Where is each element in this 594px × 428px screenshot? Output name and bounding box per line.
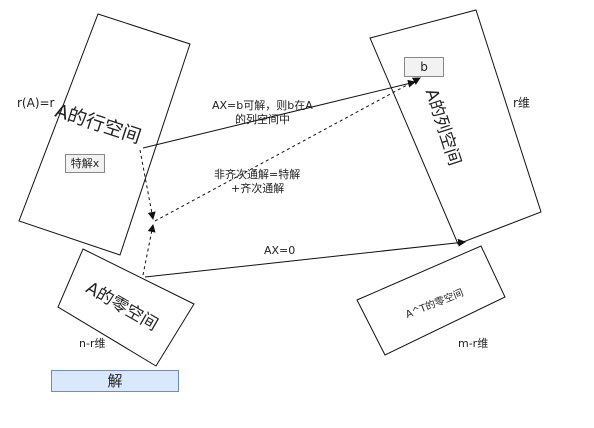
arrow-row-to-column	[142, 79, 416, 149]
homogeneous-equation-label: AX=0	[264, 244, 296, 257]
dashed-arrow-null-up	[142, 224, 156, 276]
general-solution-line1: 非齐次通解=特解	[214, 168, 301, 181]
null-space-box	[57, 248, 195, 367]
null-space-dim-label: n-r维	[79, 337, 106, 350]
rank-label: r(A)=r	[17, 96, 55, 110]
b-tag: b	[404, 57, 444, 77]
solvable-annotation-line2: 的列空间中	[235, 113, 290, 126]
general-solution-line2: +齐次通解	[231, 182, 285, 195]
special-solution-tag: 特解x	[65, 154, 105, 173]
arrow-null-to-zero	[144, 238, 466, 278]
left-null-space-dim-label: m-r维	[458, 337, 489, 350]
column-space-dim-label: r维	[513, 96, 530, 110]
left-null-space-box	[356, 245, 506, 356]
dashed-arrow-to-b	[154, 77, 421, 222]
solvable-annotation-line1: AX=b可解，则b在A	[212, 99, 313, 112]
row-space-box	[18, 13, 191, 256]
solve-button[interactable]: 解	[51, 370, 179, 392]
